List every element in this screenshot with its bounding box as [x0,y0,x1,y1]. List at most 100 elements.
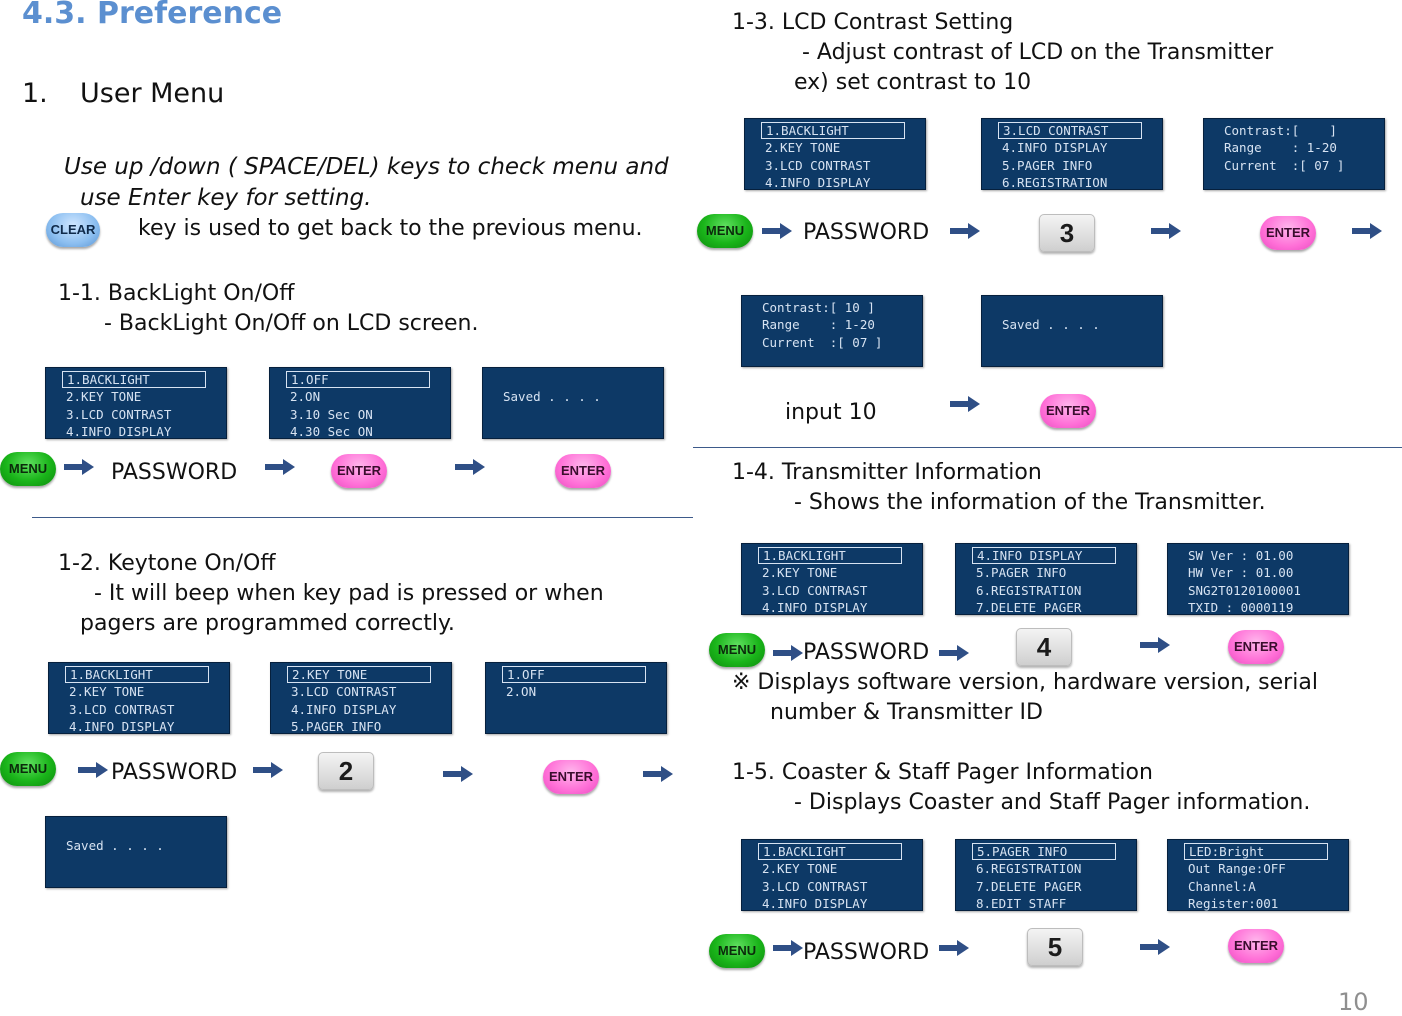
enter-button[interactable]: ENTER [555,454,611,488]
key-5-button[interactable]: 5 [1027,928,1083,966]
lcd-line: 3.LCD CONTRAST [765,157,871,173]
enter-button[interactable]: ENTER [1228,929,1284,963]
key-3-button[interactable]: 3 [1039,214,1095,252]
arrow-right-icon [265,459,295,475]
lcd-line: Register:001 [1188,896,1279,912]
password-label: PASSWORD [111,460,238,485]
lcd-line: 3.LCD CONTRAST [762,582,868,598]
arrow-right-icon [950,223,980,239]
lcd-line: 4.INFO DISPLAY [762,600,868,616]
s11-lcd-main-menu: 1.BACKLIGHT 2.KEY TONE 3.LCD CONTRAST 4.… [45,367,227,439]
password-label: PASSWORD [803,940,930,965]
lcd-line: 7.DELETE PAGER [976,878,1082,894]
lcd-line: 3.LCD CONTRAST [291,684,397,700]
lcd-line: 4.30 Sec ON [290,424,373,440]
section-heading: 4.3. Preference [22,0,283,31]
lcd-line: 3.LCD CONTRAST [762,878,868,894]
key-4-button[interactable]: 4 [1016,628,1072,666]
lcd-line: 1.BACKLIGHT [62,371,206,389]
lcd-line: 6.REGISTRATION [976,582,1082,598]
s11-lcd-saved: Saved . . . . [482,367,664,439]
lcd-line: TXID : 0000119 [1188,600,1294,616]
lcd-line: Current :[ 07 ] [1224,157,1345,173]
arrow-right-icon [773,645,803,661]
lcd-line: Range : 1-20 [1224,140,1337,156]
lcd-line: Channel:A [1188,878,1256,894]
lcd-line: 6.REGISTRATION [1002,175,1108,191]
lcd-line: 4.INFO DISPLAY [1002,140,1108,156]
s12-desc-2: pagers are programmed correctly. [80,611,455,636]
lcd-line: HW Ver : 01.00 [1188,565,1294,581]
s14-note-1: ※ Displays software version, hardware ve… [732,670,1318,695]
lcd-line: 2.KEY TONE [762,861,838,877]
s15-title: 1-5. Coaster & Staff Pager Information [732,760,1153,785]
lcd-line: Out Range:OFF [1188,861,1286,877]
s11-title: 1-1. BackLight On/Off [58,281,295,306]
key-2-button[interactable]: 2 [318,752,374,790]
arrow-right-icon [950,396,980,412]
lcd-line: 3.LCD CONTRAST [69,701,175,717]
lcd-line: 1.OFF [286,371,430,389]
clear-button[interactable]: CLEAR [46,213,100,247]
s13-lcd-contrast-menu: 3.LCD CONTRAST 4.INFO DISPLAY 5.PAGER IN… [981,118,1163,190]
s13-lcd-main-menu: 1.BACKLIGHT 2.KEY TONE 3.LCD CONTRAST 4.… [744,118,926,190]
lcd-line: 1.BACKLIGHT [65,666,209,684]
lcd-line: 4.INFO DISPLAY [762,896,868,912]
s12-lcd-saved: Saved . . . . [45,816,227,888]
lcd-line: 5.PAGER INFO [291,719,382,735]
menu-button[interactable]: MENU [697,214,753,248]
lcd-line: 3.LCD CONTRAST [66,406,172,422]
menu-button[interactable]: MENU [709,633,765,667]
lcd-line: 4.INFO DISPLAY [66,424,172,440]
s14-lcd-main-menu: 1.BACKLIGHT 2.KEY TONE 3.LCD CONTRAST 4.… [741,543,923,615]
arrow-right-icon [773,940,803,956]
lcd-line: 2.KEY TONE [66,389,142,405]
menu-button[interactable]: MENU [709,934,765,968]
s13-desc-1: - Adjust contrast of LCD on the Transmit… [802,40,1274,65]
arrow-right-icon [1140,939,1170,955]
password-label: PASSWORD [803,220,930,245]
s15-lcd-pager-menu: 5.PAGER INFO 6.REGISTRATION 7.DELETE PAG… [955,839,1137,911]
lcd-line: 4.INFO DISPLAY [972,547,1116,565]
lcd-line: 2.KEY TONE [287,666,431,684]
s13-lcd-contrast-10: Contrast:[ 10 ] Range : 1-20 Current :[ … [741,295,923,367]
lcd-line: 6.REGISTRATION [976,861,1082,877]
s14-lcd-transmitter-info: SW Ver : 01.00 HW Ver : 01.00 SNG2T01201… [1167,543,1349,615]
s13-lcd-saved: Saved . . . . [981,295,1163,367]
user-menu-number: 1. [22,78,48,109]
enter-button[interactable]: ENTER [543,760,599,794]
enter-button[interactable]: ENTER [1040,394,1096,428]
lcd-line: 1.OFF [502,666,646,684]
intro-line-2: use Enter key for setting. [80,185,372,211]
arrow-right-icon [455,459,485,475]
s15-lcd-main-menu: 1.BACKLIGHT 2.KEY TONE 3.LCD CONTRAST 4.… [741,839,923,911]
intro-line-1: Use up /down ( SPACE/DEL) keys to check … [64,154,669,180]
lcd-line: Contrast:[ ] [1224,123,1337,138]
arrow-right-icon [939,645,969,661]
s15-lcd-pager-info: LED:Bright Out Range:OFF Channel:A Regis… [1167,839,1349,911]
user-menu-title: User Menu [80,78,225,109]
password-label: PASSWORD [803,640,930,665]
arrow-right-icon [939,940,969,956]
lcd-line: Saved . . . . [66,838,164,853]
s13-lcd-contrast-empty: Contrast:[ ] Range : 1-20 Current :[ 07 … [1203,118,1385,190]
menu-button[interactable]: MENU [0,452,56,486]
s14-lcd-info-menu: 4.INFO DISPLAY 5.PAGER INFO 6.REGISTRATI… [955,543,1137,615]
arrow-right-icon [443,766,473,782]
lcd-line: 8.EDIT STAFF [976,896,1067,912]
enter-button[interactable]: ENTER [331,454,387,488]
enter-button[interactable]: ENTER [1260,216,1316,250]
lcd-line: 2.ON [506,684,537,700]
lcd-line: 2.KEY TONE [765,140,841,156]
clear-note: key is used to get back to the previous … [138,216,643,241]
lcd-line: 1.BACKLIGHT [758,547,902,565]
arrow-right-icon [1140,637,1170,653]
lcd-line: 5.PAGER INFO [1002,157,1093,173]
s14-desc: - Shows the information of the Transmitt… [794,490,1266,515]
s15-desc: - Displays Coaster and Staff Pager infor… [794,790,1311,815]
input-10-label: input 10 [785,400,877,425]
arrow-right-icon [1151,223,1181,239]
menu-button[interactable]: MENU [0,752,56,786]
arrow-right-icon [762,223,792,239]
enter-button[interactable]: ENTER [1228,630,1284,664]
